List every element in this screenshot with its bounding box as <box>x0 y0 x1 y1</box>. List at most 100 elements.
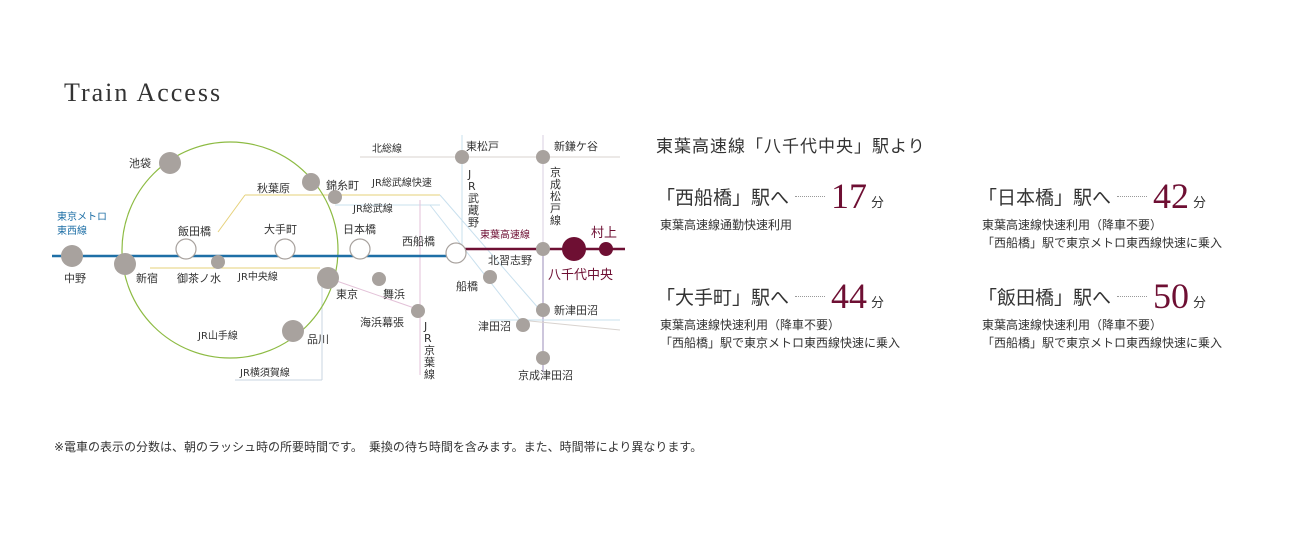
label-tsudanuma: 津田沼 <box>478 319 511 333</box>
station-iidabashi <box>175 238 197 260</box>
label-keiyo-0: J <box>423 320 427 333</box>
label-shinagawa: 品川 <box>307 333 329 346</box>
route-dest: 「日本橋」駅へ <box>978 186 1112 209</box>
route-unit: 分 <box>871 295 885 311</box>
route-minutes: 44 <box>831 276 868 316</box>
label-maihama: 舞浜 <box>383 288 405 301</box>
route-unit: 分 <box>1193 295 1207 311</box>
route-minutes: 42 <box>1153 176 1190 216</box>
station-shinagawa <box>282 320 304 342</box>
station-tokyo <box>317 267 339 289</box>
label-yamanote: JR山手線 <box>197 329 238 342</box>
route-dest: 「西船橋」駅へ <box>656 186 790 209</box>
station-yachiyochuo <box>562 237 586 261</box>
route-dest: 「飯田橋」駅へ <box>978 286 1112 309</box>
route-note-2: 「西船橋」駅で東京メトロ東西線快速に乗入 <box>982 236 1223 250</box>
route-note-1: 東葉高速線快速利用（降車不要） <box>660 318 841 332</box>
label-tozai-1: 東京メトロ <box>57 210 107 223</box>
label-shintsudanuma: 新津田沼 <box>554 303 598 317</box>
label-iidabashi: 飯田橋 <box>178 224 211 238</box>
label-keiyo-2: 京 <box>424 343 435 357</box>
label-sobu-rapid: JR総武線快速 <box>371 176 432 189</box>
label-otemachi: 大手町 <box>264 222 297 236</box>
station-toyo-junction <box>536 242 550 256</box>
page-title: Train Access <box>64 78 223 107</box>
label-keiyo-1: R <box>424 332 432 345</box>
label-shinkamagaya: 新鎌ケ谷 <box>554 139 598 153</box>
route-minutes: 50 <box>1153 276 1190 316</box>
station-maihama <box>372 272 386 286</box>
label-keiyo-4: 線 <box>424 367 435 381</box>
label-higashimatsudo: 東松戸 <box>466 139 499 153</box>
label-tozai-2: 東西線 <box>57 224 87 237</box>
label-nakano: 中野 <box>64 272 86 285</box>
station-kitanarashino <box>483 270 497 284</box>
label-keisei-matsudo-0: 京 <box>550 165 561 179</box>
station-ochanomizu <box>211 255 225 269</box>
label-funabashi: 船橋 <box>456 279 478 293</box>
station-nakano <box>61 245 83 267</box>
chuo-line-segment <box>217 194 246 233</box>
label-keiseitsudanuma: 京成津田沼 <box>518 368 573 382</box>
label-shinjuku: 新宿 <box>136 271 158 285</box>
label-akihabara: 秋葉原 <box>257 181 290 195</box>
route-note-2: 「西船橋」駅で東京メトロ東西線快速に乗入 <box>982 336 1223 350</box>
station-ikebukuro <box>159 152 181 174</box>
route-dots <box>795 295 826 297</box>
route-dest: 「大手町」駅へ <box>656 286 790 309</box>
label-kitanarashino: 北習志野 <box>488 254 532 267</box>
yamanote-loop <box>121 141 339 359</box>
station-nishifunabashi <box>445 242 467 264</box>
label-keisei-matsudo-3: 戸 <box>550 202 561 215</box>
label-tokyo: 東京 <box>336 287 358 301</box>
route-dots <box>795 195 826 197</box>
label-musashino-0: J <box>467 168 471 181</box>
station-kaihinmakuhari <box>411 304 425 318</box>
route-otemachi: 「大手町」駅へ 44 分 東葉高速線快速利用（降車不要） 「西船橋」駅で東京メト… <box>656 276 976 352</box>
label-nihonbashi: 日本橋 <box>343 222 376 236</box>
route-dots <box>1117 295 1148 297</box>
route-note-1: 東葉高速線快速利用（降車不要） <box>982 318 1163 332</box>
route-minutes: 17 <box>831 176 868 216</box>
route-iidabashi: 「飯田橋」駅へ 50 分 東葉高速線快速利用（降車不要） 「西船橋」駅で東京メト… <box>978 276 1298 352</box>
label-yokosuka: JR横須賀線 <box>239 366 290 379</box>
label-keisei-matsudo-4: 線 <box>550 213 561 227</box>
label-keiyo-3: 葉 <box>424 355 435 369</box>
route-dots <box>1117 195 1148 197</box>
label-musashino-3: 蔵 <box>468 204 479 217</box>
station-nihonbashi <box>349 238 371 260</box>
route-nihonbashi: 「日本橋」駅へ 42 分 東葉高速線快速利用（降車不要） 「西船橋」駅で東京メト… <box>978 176 1298 252</box>
station-higashimatsudo <box>455 150 469 164</box>
route-nishifunabashi: 「西船橋」駅へ 17 分 東葉高速線通勤快速利用 <box>656 176 976 234</box>
station-otemachi <box>274 238 296 260</box>
label-musashino-1: R <box>468 180 476 193</box>
label-toyo: 東葉高速線 <box>480 228 530 241</box>
station-akihabara <box>302 173 320 191</box>
label-sobu: JR総武線 <box>352 202 393 215</box>
station-shintsudanuma <box>536 303 550 317</box>
station-murakami <box>599 242 613 256</box>
label-musashino-4: 野 <box>468 216 479 229</box>
station-shinjuku <box>114 253 136 275</box>
route-note-2: 「西船橋」駅で東京メトロ東西線快速に乗入 <box>660 336 901 350</box>
label-murakami: 村上 <box>591 226 617 241</box>
station-kinshicho <box>328 190 342 204</box>
route-map: 池袋 秋葉原 錦糸町 飯田橋 大手町 日本橋 西船橋 中野 新宿 御茶ノ水 東京… <box>52 135 625 382</box>
label-keisei-matsudo-1: 成 <box>550 178 561 191</box>
access-heading: 東葉高速線「八千代中央」駅より <box>656 137 926 157</box>
label-keisei-matsudo-2: 松 <box>550 189 561 203</box>
route-unit: 分 <box>871 195 885 211</box>
label-nishifunabashi: 西船橋 <box>402 234 435 248</box>
label-kaihinmakuhari: 海浜幕張 <box>360 315 404 329</box>
station-tsudanuma <box>516 318 530 332</box>
label-chuo: JR中央線 <box>237 270 278 283</box>
label-musashino-2: 武 <box>468 192 479 205</box>
label-ikebukuro: 池袋 <box>129 156 151 170</box>
label-yachiyochuo: 八千代中央 <box>548 268 613 283</box>
label-hokuso: 北総線 <box>372 142 402 155</box>
route-note-1: 東葉高速線通勤快速利用 <box>660 218 793 232</box>
route-unit: 分 <box>1193 195 1207 211</box>
label-ochanomizu: 御茶ノ水 <box>177 271 221 285</box>
station-shinkamagaya <box>536 150 550 164</box>
station-keiseitsudanuma <box>536 351 550 365</box>
